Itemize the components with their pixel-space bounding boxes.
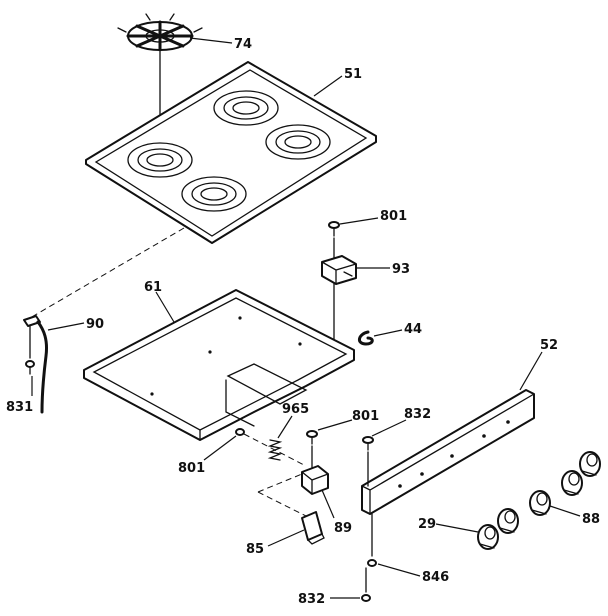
spring-leader [277,415,293,439]
control-panel-part [361,389,535,515]
burner-ring-front-right [181,176,247,212]
screw-top-leader [339,217,379,225]
burner-ring-rear-right [265,124,331,160]
lower-plate-leader [267,529,305,547]
bracket-label: 93 [392,262,410,277]
clip-leader [373,329,403,337]
knob-rear-right [579,451,601,477]
screw-panel-part [362,436,374,451]
knob-left-leader [435,523,479,533]
cooktop-label: 51 [344,67,362,82]
screw-bracket-leader [317,419,353,431]
screw-top-part [328,221,340,237]
tube-leader [47,322,85,331]
burner-ring-rear-left [213,90,279,126]
screw-panel-leader [371,419,407,437]
screw-lower-part [367,559,377,567]
cooktop-leader [313,75,343,97]
control-panel-leader [519,351,543,391]
screw-lower-label: 846 [422,570,449,585]
screw-bottom-part [361,594,371,602]
burner-box-leader [155,291,175,323]
lower-bracket-leader [321,489,335,519]
cooktop-tube-alignment [29,227,185,319]
spring-label: 965 [282,402,309,417]
knob-right-label: 88 [582,512,600,527]
screw-bracket-part [306,430,318,445]
lower-plate-part [301,511,325,545]
burner-box-label: 61 [144,280,162,295]
tube-label: 90 [86,317,104,332]
screw-lower-leader [377,563,421,577]
screw-box-label: 801 [178,461,205,476]
knob-front-left [477,524,499,550]
cooktop-part [85,61,377,244]
screw-top-label: 801 [380,209,407,224]
screw-tube-part [25,360,35,375]
grate-label: 74 [234,37,252,52]
screw-panel-label: 832 [404,407,431,422]
grate-leader [189,37,233,44]
burner-box-part [83,289,355,441]
bracket-part [321,255,357,285]
screw-box-part [235,428,245,436]
knob-front-mid [497,508,519,534]
screw-tube-label: 831 [6,400,33,415]
clip-label: 44 [404,322,422,337]
screw-box-alignment [243,433,307,467]
knob-right-leader [549,505,581,517]
knob-left-label: 29 [418,517,436,532]
knob-rear-left [529,490,551,516]
lower-bracket-part [301,465,329,495]
control-panel-label: 52 [540,338,558,353]
lower-bracket-label: 89 [334,521,352,536]
clip-part [358,330,374,346]
screw-box-leader [203,435,237,461]
knob-rear-mid [561,470,583,496]
tube-part [23,315,48,414]
screw-bottom-label: 832 [298,592,325,607]
burner-ring-front-left [127,142,193,178]
lower-plate-alignment [257,473,307,517]
screw-bracket-label: 801 [352,409,379,424]
burner-grate-part [117,13,203,52]
lower-plate-label: 85 [246,542,264,557]
